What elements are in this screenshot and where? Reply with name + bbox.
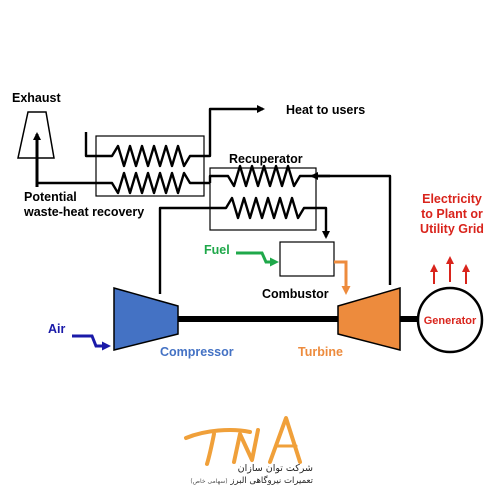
- potential-recovery-label-line1: Potential: [24, 190, 77, 204]
- compressor-label: Compressor: [160, 345, 234, 359]
- air-arrow: [72, 334, 111, 351]
- turbine-label: Turbine: [298, 345, 343, 359]
- recuperator-label: Recuperator: [229, 152, 303, 166]
- company-name-line2: تعمیرات نیروگاهی البرز (سهامی خاص): [188, 477, 313, 486]
- electricity-label-line1: Electricity: [422, 192, 482, 206]
- waste-heat-exchanger: [37, 105, 265, 197]
- combustor-box: [279, 241, 335, 277]
- air-label: Air: [48, 322, 66, 336]
- heat-to-users-label: Heat to users: [286, 103, 365, 117]
- exhaust-stack: [17, 111, 55, 187]
- electricity-label-line3: Utility Grid: [420, 222, 484, 236]
- generator-circle: [416, 286, 484, 354]
- company-name-line1: شرکت توان سازان: [237, 463, 313, 474]
- shaft: [176, 316, 420, 322]
- company-name-main: تعمیرات نیروگاهی البرز: [230, 476, 313, 486]
- recuperator: [158, 164, 392, 294]
- combustor-label: Combustor: [262, 287, 329, 301]
- electricity-arrows: [430, 256, 470, 284]
- hot-gas-arrow: [334, 260, 351, 295]
- exhaust-label: Exhaust: [12, 91, 61, 105]
- fuel-label: Fuel: [204, 243, 230, 257]
- fuel-arrow: [236, 251, 279, 267]
- generator-label: Generator: [424, 315, 477, 327]
- company-name-note: (سهامی خاص): [190, 478, 228, 485]
- potential-recovery-label-line2: waste-heat recovery: [23, 205, 144, 219]
- company-logo: [184, 416, 302, 466]
- electricity-label-line2: to Plant or: [421, 207, 483, 221]
- compressor-shape: [113, 287, 179, 351]
- turbine-shape: [337, 287, 401, 351]
